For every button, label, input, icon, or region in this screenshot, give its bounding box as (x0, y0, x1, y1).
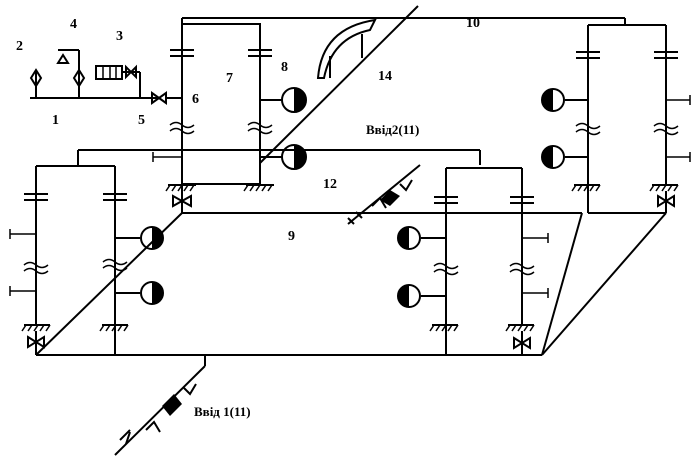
fixture-center-2 (260, 144, 307, 170)
label-inlet1: Ввід 1(11) (194, 404, 251, 419)
valve-icon (657, 194, 675, 208)
fixture-left-2 (115, 281, 164, 305)
label-1: 1 (52, 113, 59, 128)
label-14: 14 (378, 69, 392, 84)
label-6: 6 (192, 92, 199, 107)
label-inlet2: Ввід2(11) (366, 122, 419, 137)
inlet2-meter (347, 164, 421, 225)
riser-block-front-right (429, 167, 549, 355)
tank-icon (316, 18, 377, 79)
riser-block-center (165, 23, 274, 192)
label-12: 12 (323, 177, 337, 192)
fixture-left-1 (115, 226, 164, 250)
valve-icon (513, 336, 531, 350)
label-4: 4 (70, 17, 77, 32)
label-5: 5 (138, 113, 145, 128)
inlet1-meter (114, 365, 206, 456)
fixture-rear-right-1 (541, 88, 588, 112)
label-8: 8 (281, 60, 288, 75)
main-front-right-diagonal (541, 212, 583, 356)
inlet-equipment (29, 49, 182, 105)
main-rear-right-diagonal (541, 212, 667, 356)
valve-icon (172, 194, 192, 208)
label-3: 3 (116, 29, 123, 44)
label-9: 9 (288, 229, 295, 244)
fixture-center-1 (260, 87, 307, 113)
label-2: 2 (16, 39, 23, 54)
valve-icon (27, 335, 45, 349)
fixture-front-right-1 (397, 226, 446, 250)
fixture-rear-right-2 (541, 145, 588, 169)
label-10: 10 (466, 16, 480, 31)
main-rear-diagonal (259, 5, 419, 164)
riser-block-rear-right (571, 24, 691, 213)
tap-center (152, 152, 182, 162)
label-7: 7 (226, 71, 233, 86)
riser-block-left (9, 165, 129, 355)
fixture-front-right-2 (397, 284, 446, 308)
